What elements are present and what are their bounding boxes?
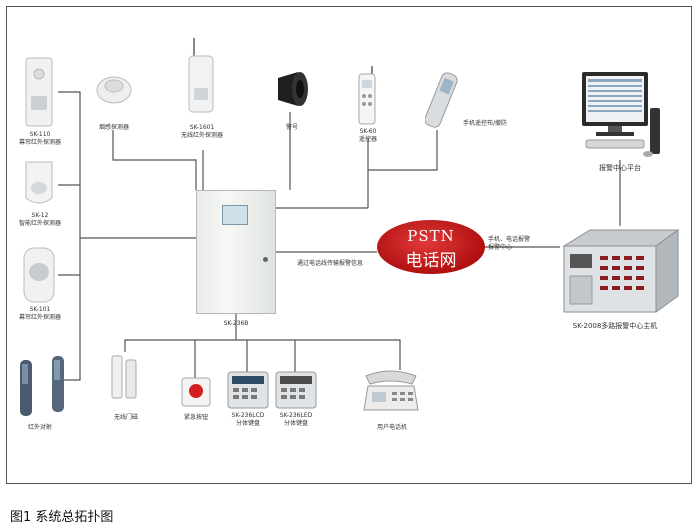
left-device-4-label: 红外对射 [27, 424, 52, 431]
link-label-left: 通过电话线传输报警信息 [296, 260, 363, 267]
ir-beam-icon [20, 356, 64, 416]
led-keyboard-icon [275, 371, 317, 409]
smart-ir-detector-icon [25, 161, 53, 204]
link-label-right: 手机、电话报警报警中心 [488, 236, 531, 251]
wire-top-smoke [112, 130, 197, 190]
pstn-network-ellipse: PSTN 电话网 [377, 220, 485, 274]
curtain-ir-detector-2-icon [23, 247, 55, 303]
wire-bottom-bus [124, 339, 401, 370]
host-label: SK-2008多路报警中心主机 [572, 322, 658, 330]
lcd-keyboard-icon [227, 371, 269, 409]
top-device-3-label: 警号 [285, 124, 298, 131]
wire-top-remote-phone [367, 130, 438, 171]
bottom-device-2-label: 紧急按钮 [183, 414, 208, 421]
alarm-host-panel [196, 190, 276, 314]
user-telephone-icon [363, 370, 419, 411]
emergency-button-icon [181, 377, 211, 407]
alarm-center-host-icon [562, 229, 680, 313]
pstn-label: PSTN [407, 227, 455, 245]
smoke-detector-icon [96, 76, 132, 104]
remote-control-icon [358, 66, 376, 125]
panel-keyhole [263, 257, 268, 262]
wireless-ir-detector-icon [188, 38, 214, 113]
phone-network-label: 电话网 [405, 251, 457, 271]
panel-screen [222, 205, 248, 225]
wire-left-bus [58, 91, 81, 381]
siren-icon [278, 72, 308, 106]
top-device-5-label: 手机遥控布/撤防 [462, 120, 508, 127]
monitor-computer-icon [582, 72, 660, 157]
figure-caption: 图1 系统总拓扑图 [10, 510, 114, 525]
curtain-ir-detector-icon [25, 57, 53, 127]
bottom-device-5-label: 用户电话机 [376, 424, 407, 431]
center-panel-label: SK-236B [223, 320, 249, 327]
wireless-door-contact-icon [111, 355, 137, 399]
platform-label: 报警中心平台 [599, 164, 641, 172]
bottom-device-1-label: 无线门磁 [113, 414, 138, 421]
mobile-phone-icon [425, 72, 458, 128]
top-device-1-label: 烟感探测器 [98, 124, 129, 131]
